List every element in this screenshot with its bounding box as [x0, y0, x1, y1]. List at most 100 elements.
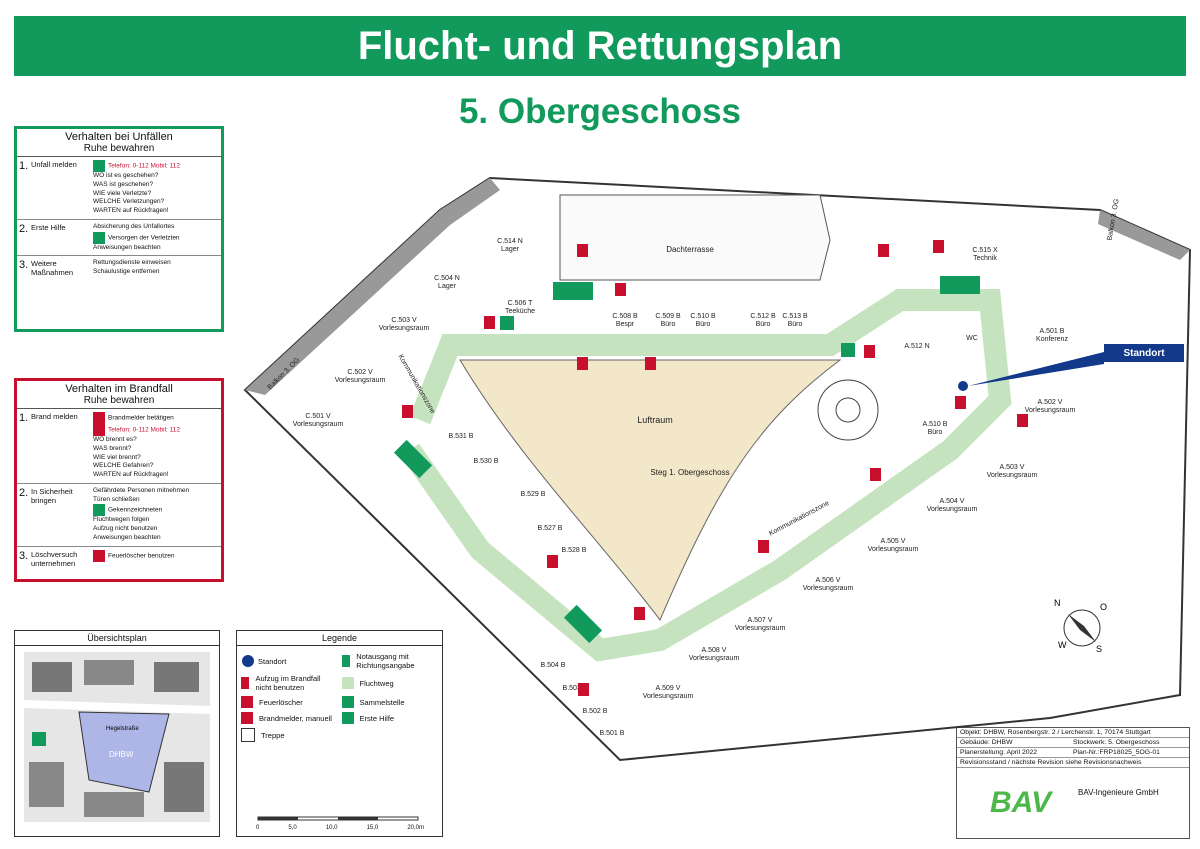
step-line: Anweisungen beachten — [93, 243, 161, 251]
plan-nr: Plan-Nr.:FRP18025_5OG-01 — [1073, 749, 1160, 756]
fire-step-2: 2. In Sicherheit bringen Gefährdete Pers… — [17, 484, 221, 547]
extinguisher-icon — [634, 607, 645, 620]
step-line: Anweisungen beachten — [93, 533, 161, 541]
legend-item: Notausgang mit Richtungsangabe — [341, 652, 439, 670]
room-label: Büro — [696, 321, 711, 328]
room-label: C.513 B — [782, 313, 808, 320]
extinguisher-icon — [615, 283, 626, 296]
room-label: C.510 B — [690, 313, 716, 320]
step-line: Rettungsdienste einweisen — [93, 259, 171, 267]
step-number: 3. — [19, 549, 29, 562]
room-label: B.528 B — [562, 547, 587, 554]
step-number: 2. — [19, 222, 29, 235]
step-line: WELCHE Gefahren? — [93, 462, 154, 470]
exit-sign-icon — [940, 276, 980, 294]
room-label: Lager — [438, 283, 457, 290]
step-label: Weitere Maßnahmen — [31, 259, 74, 278]
fire-step-3: 3. Löschversuch unternehmen Feuerlöscher… — [17, 547, 221, 571]
corridor-label: Kommunikationszone — [397, 354, 437, 416]
room-label: C.512 B — [750, 313, 776, 320]
first-aid-icon — [500, 316, 514, 330]
room-label: C.504 N — [434, 275, 460, 282]
extinguisher-icon — [645, 357, 656, 370]
room-label: C.515 X — [972, 247, 998, 254]
room-label: C.501 V — [305, 413, 331, 420]
step-line: Feuerlöscher benutzen — [108, 552, 175, 560]
plan-title: Flucht- und Rettungsplan — [14, 16, 1186, 76]
step-line: WIE viele Verletzte? — [93, 189, 152, 197]
room-label: Büro — [661, 321, 676, 328]
step-number: 2. — [19, 486, 29, 499]
room-label: A.510 B — [923, 421, 948, 428]
extinguisher-icon — [1017, 414, 1028, 427]
room-label: B.504 B — [541, 662, 566, 669]
accident-step-1: 1. Unfall melden Telefon: 0-112 Mobil: 1… — [17, 157, 221, 220]
accident-panel: Verhalten bei Unfällen Ruhe bewahren 1. … — [14, 126, 224, 332]
step-line: Absicherung des Unfallortes — [93, 222, 175, 230]
bav-logo: BAV — [990, 786, 1052, 819]
dachterrasse — [559, 194, 831, 281]
room-label: A.503 V — [1000, 464, 1025, 471]
room-label: Vorlesungsraum — [689, 655, 740, 662]
floor-subtitle: 5. Obergeschoss — [458, 92, 742, 131]
room-label: Teeküche — [505, 308, 535, 315]
fire-alarm-icon — [402, 405, 413, 418]
room-label: Vorlesungsraum — [1025, 407, 1076, 414]
room-label: Vorlesungsraum — [293, 421, 344, 428]
legend-item: Erste Hilfe — [341, 712, 439, 724]
room-label: A.504 V — [940, 498, 965, 505]
company-name: BAV-Ingenieure GmbH — [1078, 788, 1159, 797]
luftraum — [459, 359, 842, 621]
room-label: Bespr — [616, 321, 635, 328]
legend-item: Feuerlöscher — [241, 696, 338, 708]
room-label: Technik — [973, 255, 997, 262]
balcony-label: Balkon 3. OG — [267, 357, 302, 392]
scale-bar: 0 5,0 10,0 15,0 20,0m — [256, 815, 424, 831]
room-label: Vorlesungsraum — [379, 325, 430, 332]
objekt: Objekt: DHBW, Rosenbergstr. 2 / Lerchens… — [960, 729, 1151, 736]
legend-item: Treppe — [241, 728, 338, 742]
fire-step-1: 1. Brand melden Brandmelder betätigen Te… — [17, 409, 221, 484]
accident-subtitle: Ruhe bewahren — [83, 143, 155, 154]
balcony-label: Balkon 3. OG — [1106, 198, 1120, 241]
step-label: Löschversuch unternehmen — [31, 549, 78, 568]
fire-subtitle: Ruhe bewahren — [83, 395, 155, 406]
step-label: Brand melden — [31, 412, 78, 421]
fire-title: Verhalten im Brandfall — [65, 383, 173, 395]
scale-tick: 20,0m — [407, 825, 424, 831]
compass-s: S — [1096, 644, 1102, 654]
legend-title: Legende — [237, 631, 442, 646]
title-block: Objekt: DHBW, Rosenbergstr. 2 / Lerchens… — [956, 727, 1190, 839]
standort-label: Standort — [1104, 344, 1184, 362]
planer: Planerstellung: April 2022 — [960, 749, 1038, 756]
room-label: B.502 B — [583, 708, 608, 715]
stockwerk: Stockwerk: 5. Obergeschoss — [1073, 739, 1160, 746]
compass: N O S W — [1054, 598, 1107, 654]
room-label: C.508 B — [612, 313, 638, 320]
extinguisher-icon — [484, 316, 495, 329]
step-line: Aufzug nicht benutzen — [93, 525, 158, 533]
first-aid-icon — [841, 343, 855, 357]
scale-tick: 10,0 — [325, 825, 338, 831]
standort-icon — [242, 655, 254, 667]
phone-numbers: Telefon: 0-112 Mobil: 112 — [108, 426, 181, 434]
room-label: C.502 V — [347, 369, 373, 376]
extinguisher-icon — [241, 696, 253, 708]
step-line: Schaulustige entfernen — [93, 268, 160, 276]
exit-sign-icon — [393, 439, 433, 479]
step-line: WO brennt es? — [93, 436, 137, 443]
room-label: B.501 B — [600, 730, 625, 737]
first-aid-icon — [341, 712, 354, 724]
accident-header: Verhalten bei Unfällen Ruhe bewahren — [17, 129, 221, 157]
room-label: Vorlesungsraum — [987, 472, 1038, 479]
room-label: Dachterrasse — [666, 245, 714, 254]
step-label: Erste Hilfe — [31, 222, 66, 232]
room-label: A.506 V — [816, 577, 841, 584]
assembly-point-icon — [341, 696, 354, 708]
building-label: DHBW — [109, 750, 134, 759]
gebaeude: Gebäude: DHBW — [960, 739, 1013, 746]
room-label: B.503 B — [563, 685, 588, 692]
phone-icon — [93, 424, 105, 436]
fire-alarm-icon — [878, 244, 889, 257]
fire-header: Verhalten im Brandfall Ruhe bewahren — [17, 381, 221, 409]
